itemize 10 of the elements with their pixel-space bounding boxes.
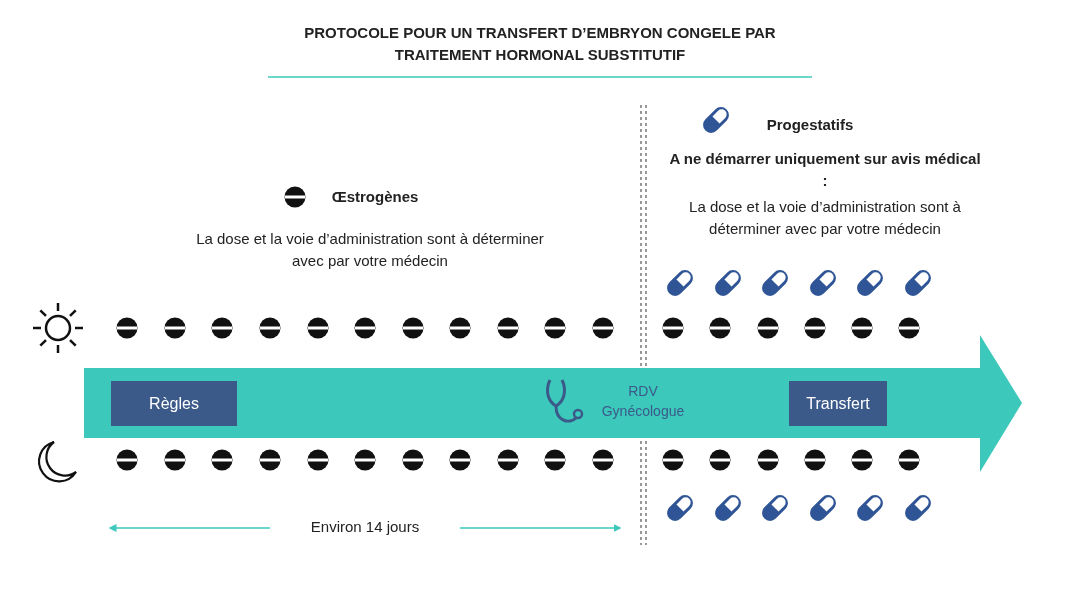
stage-box: Transfert <box>789 381 887 426</box>
stage-box: Règles <box>111 381 237 426</box>
dosage-note: La dose et la voie d’administration sont à déterminer avec par votre médecin <box>688 197 962 239</box>
section-heading: Œstrogènes <box>330 188 420 205</box>
title: PROTOCOLE POUR UN TRANSFERT D’EMBRYON CONGELE PAR TRAITEMENT HORMONAL SUBSTITUTIF <box>303 23 777 65</box>
dosage-note: La dose et la voie d’administration sont à déterminer avec par votre médecin <box>195 229 545 271</box>
section-heading: Progestatifs <box>765 116 855 133</box>
warning-note: A ne démarrer uniquement sur avis médical : <box>668 149 982 191</box>
milestone-label: RDV Gynécologue <box>588 381 698 421</box>
duration-label: Environ 14 jours <box>309 518 421 535</box>
